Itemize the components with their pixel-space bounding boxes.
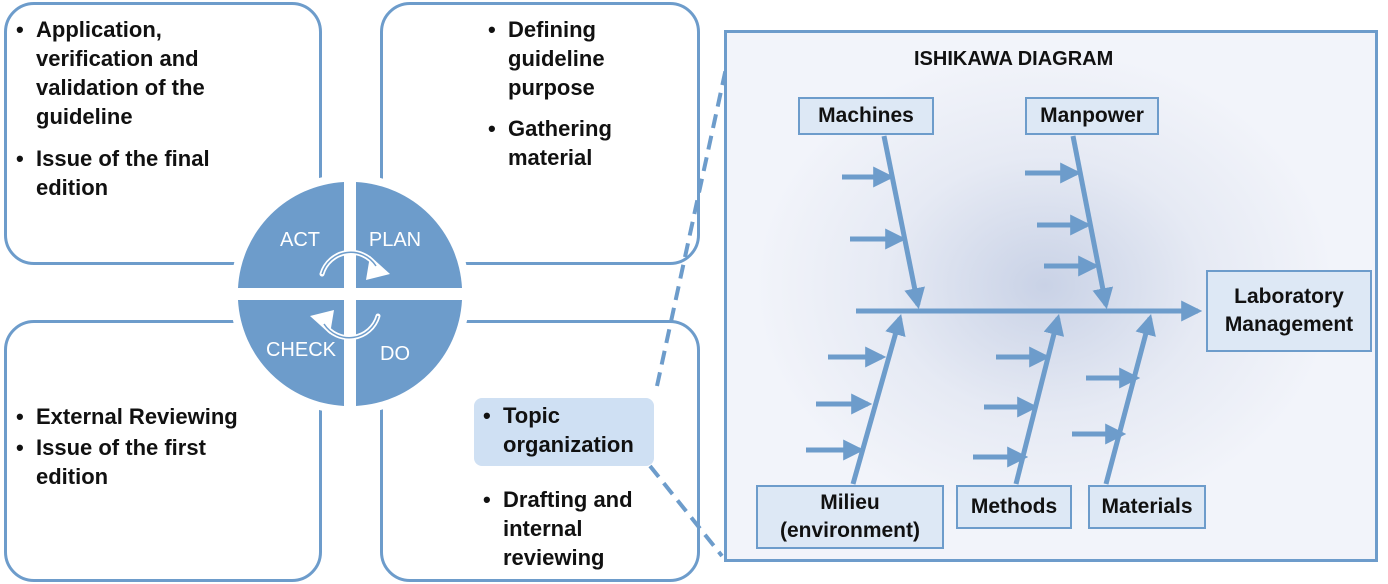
plan-label: PLAN — [369, 229, 421, 251]
plan-segment — [356, 182, 462, 288]
act-item: Application, verification and validation… — [16, 15, 256, 131]
do-list: Drafting and internal reviewing — [483, 485, 683, 572]
cause-milieu-line: Milieu — [820, 491, 880, 514]
cause-manpower: Manpower — [1025, 97, 1159, 135]
check-label: CHECK — [266, 339, 337, 361]
do-item: Drafting and internal reviewing — [483, 485, 683, 572]
machines-bone — [881, 135, 925, 310]
do-highlighted-list: Topic organization — [483, 401, 653, 459]
cause-methods: Methods — [956, 485, 1072, 529]
act-label: ACT — [280, 229, 320, 251]
manpower-bone — [1070, 135, 1114, 310]
check-list: External Reviewing Issue of the first ed… — [16, 402, 256, 491]
plan-item: Gathering material — [488, 114, 678, 172]
act-segment — [238, 182, 344, 288]
zoom-line-top — [655, 35, 735, 387]
cause-milieu-line: (environment) — [779, 519, 920, 542]
do-segment — [356, 300, 462, 406]
zoom-line-bottom — [648, 464, 724, 558]
cause-milieu: Milieu (environment) — [756, 485, 944, 549]
effect-box: Laboratory Management — [1206, 270, 1372, 352]
act-list: Application, verification and validation… — [16, 15, 256, 202]
milieu-bone — [850, 313, 906, 485]
cause-machines: Machines — [798, 97, 934, 135]
check-segment — [238, 300, 344, 406]
materials-bone — [1103, 313, 1156, 485]
do-label: DO — [380, 343, 410, 365]
plan-item: Defining guideline purpose — [488, 15, 678, 102]
do-item-highlighted: Topic organization — [483, 401, 653, 459]
plan-list: Defining guideline purpose Gathering mat… — [488, 15, 678, 172]
ishikawa-title: ISHIKAWA DIAGRAM — [914, 48, 1114, 70]
cause-materials: Materials — [1088, 485, 1206, 529]
check-item: External Reviewing — [16, 402, 256, 431]
act-item: Issue of the final edition — [16, 144, 256, 202]
check-item: Issue of the first edition — [16, 433, 256, 491]
